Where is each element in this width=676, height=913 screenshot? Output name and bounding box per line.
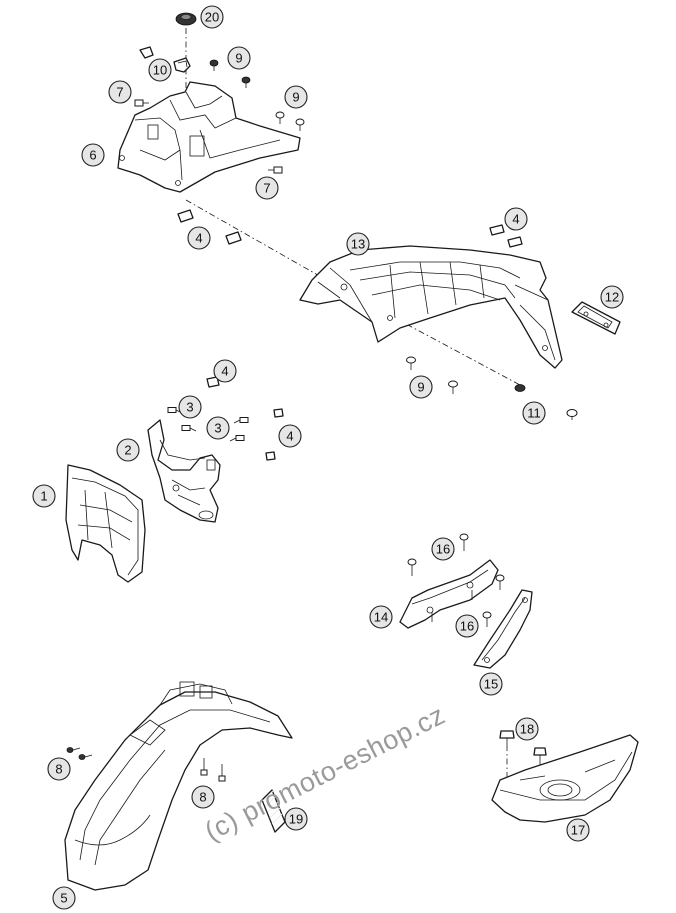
callout-15: 15 [479, 672, 503, 696]
callout-20: 20 [200, 5, 224, 29]
callout-3: 3 [206, 416, 230, 440]
svg-text:5: 5 [60, 891, 67, 906]
svg-text:4: 4 [286, 429, 293, 444]
part-13-rear-fender [299, 245, 563, 369]
svg-text:20: 20 [205, 10, 219, 25]
svg-text:9: 9 [417, 380, 424, 395]
callout-16: 16 [431, 537, 455, 561]
screws-part-8 [66, 747, 226, 782]
part-15-side-panel [473, 589, 533, 669]
callout-3: 3 [178, 395, 202, 419]
callout-13: 13 [346, 232, 370, 256]
callout-18: 18 [515, 717, 539, 741]
svg-text:6: 6 [89, 148, 96, 163]
callout-10: 10 [148, 58, 172, 82]
svg-text:17: 17 [571, 823, 585, 838]
svg-text:1: 1 [40, 489, 47, 504]
svg-text:11: 11 [527, 406, 541, 421]
part-1-headlight-mask [65, 464, 146, 583]
part-4-clips-a [177, 209, 242, 245]
svg-text:12: 12 [605, 290, 619, 305]
svg-text:13: 13 [351, 237, 365, 252]
callout-12: 12 [600, 285, 624, 309]
svg-text:9: 9 [292, 90, 299, 105]
callout-6: 6 [81, 143, 105, 167]
svg-text:16: 16 [436, 542, 450, 557]
callout-16: 16 [455, 614, 479, 638]
callout-8: 8 [47, 757, 71, 781]
part-20-grommet [175, 12, 197, 26]
svg-text:7: 7 [116, 85, 123, 100]
svg-text:8: 8 [199, 790, 206, 805]
callout-8: 8 [191, 785, 215, 809]
svg-text:18: 18 [520, 722, 534, 737]
callout-1: 1 [32, 484, 56, 508]
screws-part-6 [134, 59, 305, 174]
svg-text:15: 15 [484, 677, 498, 692]
callout-9: 9 [227, 46, 251, 70]
part-4-clips-b [489, 224, 523, 248]
callout-4: 4 [213, 359, 237, 383]
svg-text:10: 10 [153, 63, 167, 78]
svg-text:3: 3 [186, 400, 193, 415]
svg-text:7: 7 [263, 181, 270, 196]
callout-9: 9 [284, 85, 308, 109]
svg-text:16: 16 [460, 619, 474, 634]
part-clip-top [139, 46, 154, 59]
part-17-tank-cover [491, 734, 639, 823]
callout-7: 7 [108, 80, 132, 104]
part-5-front-fender [64, 681, 293, 891]
part-6-rear-subframe [117, 81, 301, 193]
callout-9: 9 [409, 375, 433, 399]
svg-text:4: 4 [195, 231, 202, 246]
callout-19: 19 [284, 807, 308, 831]
svg-text:9: 9 [235, 51, 242, 66]
screws-part-13 [406, 356, 578, 420]
svg-text:2: 2 [124, 443, 131, 458]
screws-part-18 [499, 730, 547, 762]
callout-7: 7 [255, 176, 279, 200]
callout-17: 17 [566, 818, 590, 842]
svg-text:4: 4 [512, 212, 519, 227]
part-10-clip [173, 57, 191, 73]
svg-text:19: 19 [289, 812, 303, 827]
callout-5: 5 [52, 886, 76, 910]
svg-text:3: 3 [214, 421, 221, 436]
part-12-reflector [571, 301, 621, 335]
callout-4: 4 [187, 226, 211, 250]
callout-14: 14 [369, 605, 393, 629]
callout-2: 2 [116, 438, 140, 462]
svg-text:14: 14 [374, 610, 388, 625]
callout-4: 4 [504, 207, 528, 231]
callout-11: 11 [522, 401, 546, 425]
part-14-side-cover [399, 559, 499, 629]
screws-part-16 [407, 533, 505, 627]
svg-text:4: 4 [221, 364, 228, 379]
callout-4: 4 [278, 424, 302, 448]
svg-text:8: 8 [55, 762, 62, 777]
part-2-headlight-bracket [147, 419, 221, 523]
screws-part-2 [167, 376, 284, 461]
